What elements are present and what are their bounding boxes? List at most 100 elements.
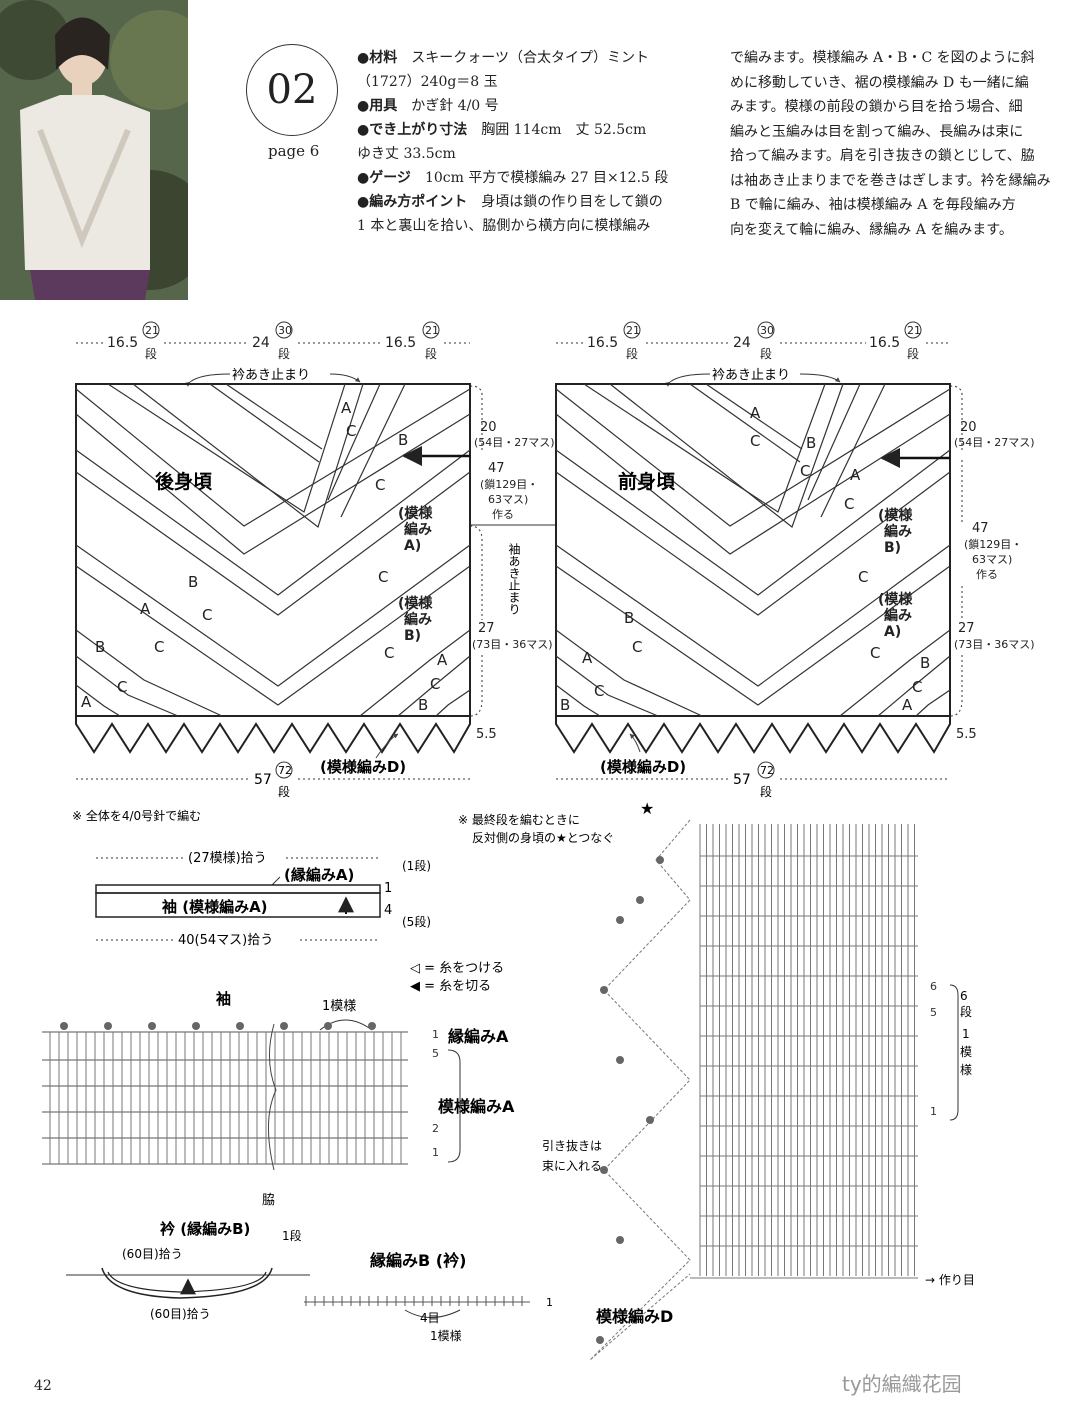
dim-neck: 24 [252, 335, 270, 351]
dim-27-sub: (73目・36マス) [472, 638, 553, 651]
label-B: B [398, 431, 408, 449]
neck-open-label: 衿あき止まり [232, 368, 310, 383]
gauge-line: ●ゲージ 10cm 平方で模様編み 27 目×12.5 段 [357, 166, 668, 190]
sleeve-chart-pattern-label: 模様編みA [438, 1097, 515, 1116]
svg-text:72: 72 [760, 764, 774, 777]
size-label: ●でき上がり寸法 [357, 122, 468, 138]
svg-text:衿 (縁編みB): 衿 (縁編みB) [160, 1220, 250, 1238]
picot-mark [646, 1116, 654, 1124]
svg-text:袖あき止まり: 袖あき止まり [507, 542, 521, 615]
label-C: C [378, 568, 388, 586]
label-C: C [430, 675, 440, 693]
svg-text:段: 段 [760, 784, 772, 799]
label-C: C [117, 678, 127, 696]
svg-text:1模様: 1模様 [430, 1329, 462, 1343]
dim-47-sub: 63マス) [488, 493, 528, 506]
dim-neck-rows: 30 [278, 324, 292, 337]
svg-text:57: 57 [733, 772, 751, 788]
svg-text:30: 30 [760, 324, 774, 337]
collar-rows: 1段 [282, 1228, 302, 1243]
gauge-value: 10cm 平方で模様編み 27 目×12.5 段 [424, 170, 669, 186]
dim-47: 47 [488, 461, 505, 476]
svg-text:1: 1 [546, 1296, 553, 1309]
front-body-title: 前身頃 [618, 470, 676, 493]
svg-text:束に入れる: 束に入れる [542, 1159, 602, 1173]
instruction-line: B で輪に編み、袖は模様編み A を毎段編み方 [730, 197, 1016, 213]
svg-text:5.5: 5.5 [956, 727, 977, 742]
label-C: C [154, 638, 164, 656]
hem-chart: 6 5 1 6 段 1 模 様 引き抜きは 束に入れる → 作り目 模様編みD [542, 819, 975, 1361]
dim-shoulder-left: 16.5 [107, 335, 138, 351]
label-C: C [202, 606, 212, 624]
dim-5-5: 5.5 [476, 727, 497, 742]
svg-text:47: 47 [972, 521, 989, 536]
picot-mark [324, 1022, 332, 1030]
svg-text:A): A) [884, 624, 901, 640]
svg-text:6: 6 [930, 980, 937, 993]
svg-text:1: 1 [432, 1028, 439, 1041]
material-label: ●材料 [357, 50, 398, 66]
svg-text:(60目)拾う: (60目)拾う [150, 1306, 211, 1321]
sleeve-schematic: (27模様)拾う (縁編みA) 袖 (模様編みA) 40(54マス)拾う 1 (… [95, 851, 431, 948]
picot-mark [596, 1336, 604, 1344]
hem-label-front: (模様編みD) [600, 758, 686, 776]
tool-line: ●用具 かぎ針 4/0 号 [357, 94, 499, 118]
point-line-2: 1 本と裏山を拾い、脇側から横方向に模様編み [357, 218, 651, 234]
svg-text:C: C [594, 682, 604, 700]
svg-text:段: 段 [626, 346, 638, 361]
gauge-label: ●ゲージ [357, 170, 411, 186]
svg-text:編み: 編み [404, 521, 432, 538]
dim-47-sub: 作る [492, 508, 514, 521]
svg-text:袖: 袖 [216, 990, 231, 1008]
pattern-label-A-back: (模様 [398, 505, 433, 522]
svg-text:C: C [800, 462, 810, 480]
instruction-line: めに移動していき、裾の模様編み D も一緒に編 [730, 74, 1029, 91]
dim-57: 57 [254, 772, 272, 788]
pattern-label-B-front: (模様 [878, 507, 913, 524]
svg-text:段: 段 [907, 346, 919, 361]
instruction-line: は袖あき止まりまでを巻きはぎします。衿を縁編み [730, 172, 1051, 189]
instruction-line: みます。模様の前段の鎖から目を拾う場合、細 [730, 99, 1023, 115]
svg-text:衿あき止まり: 衿あき止まり [712, 368, 790, 383]
svg-text:C: C [858, 568, 868, 586]
svg-text:模: 模 [960, 1045, 972, 1059]
picot-mark [656, 856, 664, 864]
schematic-diagrams: 16.5 21 段 24 30 段 16.5 21 段 衿あき止まり [42, 321, 1035, 1361]
label-B: B [95, 638, 105, 656]
dim-shoulder-left-rows: 21 [145, 324, 159, 337]
label-C: C [384, 644, 394, 662]
size-line: ●でき上がり寸法 胸囲 114cm 丈 52.5cm [357, 118, 646, 142]
label-A: A [437, 651, 448, 669]
svg-text:編み: 編み [884, 607, 912, 624]
hem-chart-title: 模様編みD [596, 1307, 673, 1326]
svg-text:40(54マス)拾う: 40(54マス)拾う [178, 933, 273, 948]
svg-text:C: C [632, 638, 642, 656]
hem-repeat-6: 6 [960, 989, 968, 1003]
back-body-diagram: 16.5 21 段 24 30 段 16.5 21 段 衿あき止まり [75, 321, 555, 799]
svg-text:段: 段 [960, 1004, 972, 1019]
svg-text:(73目・36マス): (73目・36マス) [954, 638, 1035, 651]
picot-mark [600, 986, 608, 994]
svg-text:(鎖129目・: (鎖129目・ [964, 537, 1022, 551]
svg-text:C: C [844, 495, 854, 513]
svg-text:1: 1 [384, 881, 392, 896]
svg-text:引き抜きは: 引き抜きは [542, 1139, 602, 1153]
label-C: C [346, 422, 356, 440]
instruction-line: 拾って編みます。肩を引き抜きの鎖とじして、脇 [730, 148, 1035, 164]
svg-text:4: 4 [384, 903, 392, 918]
tool-value: かぎ針 4/0 号 [411, 98, 499, 114]
size-line-2: ゆき丈 33.5cm [357, 146, 456, 162]
svg-text:段: 段 [760, 346, 772, 361]
picot-mark [636, 896, 644, 904]
svg-text:5: 5 [432, 1047, 439, 1060]
svg-text:16.5: 16.5 [587, 335, 618, 351]
svg-text:作る: 作る [976, 568, 998, 581]
svg-text:21: 21 [626, 324, 640, 337]
legend-cut: ◀ = 糸を切る [410, 979, 491, 994]
material-line: ●材料 スキークォーツ（合太タイプ）ミント [357, 46, 649, 70]
svg-text:B: B [920, 654, 930, 672]
svg-text:63マス): 63マス) [972, 553, 1012, 566]
page-reference: page 6 [268, 142, 320, 160]
dim-dan-label: 段 [145, 346, 157, 361]
svg-text:1模様: 1模様 [322, 999, 356, 1014]
